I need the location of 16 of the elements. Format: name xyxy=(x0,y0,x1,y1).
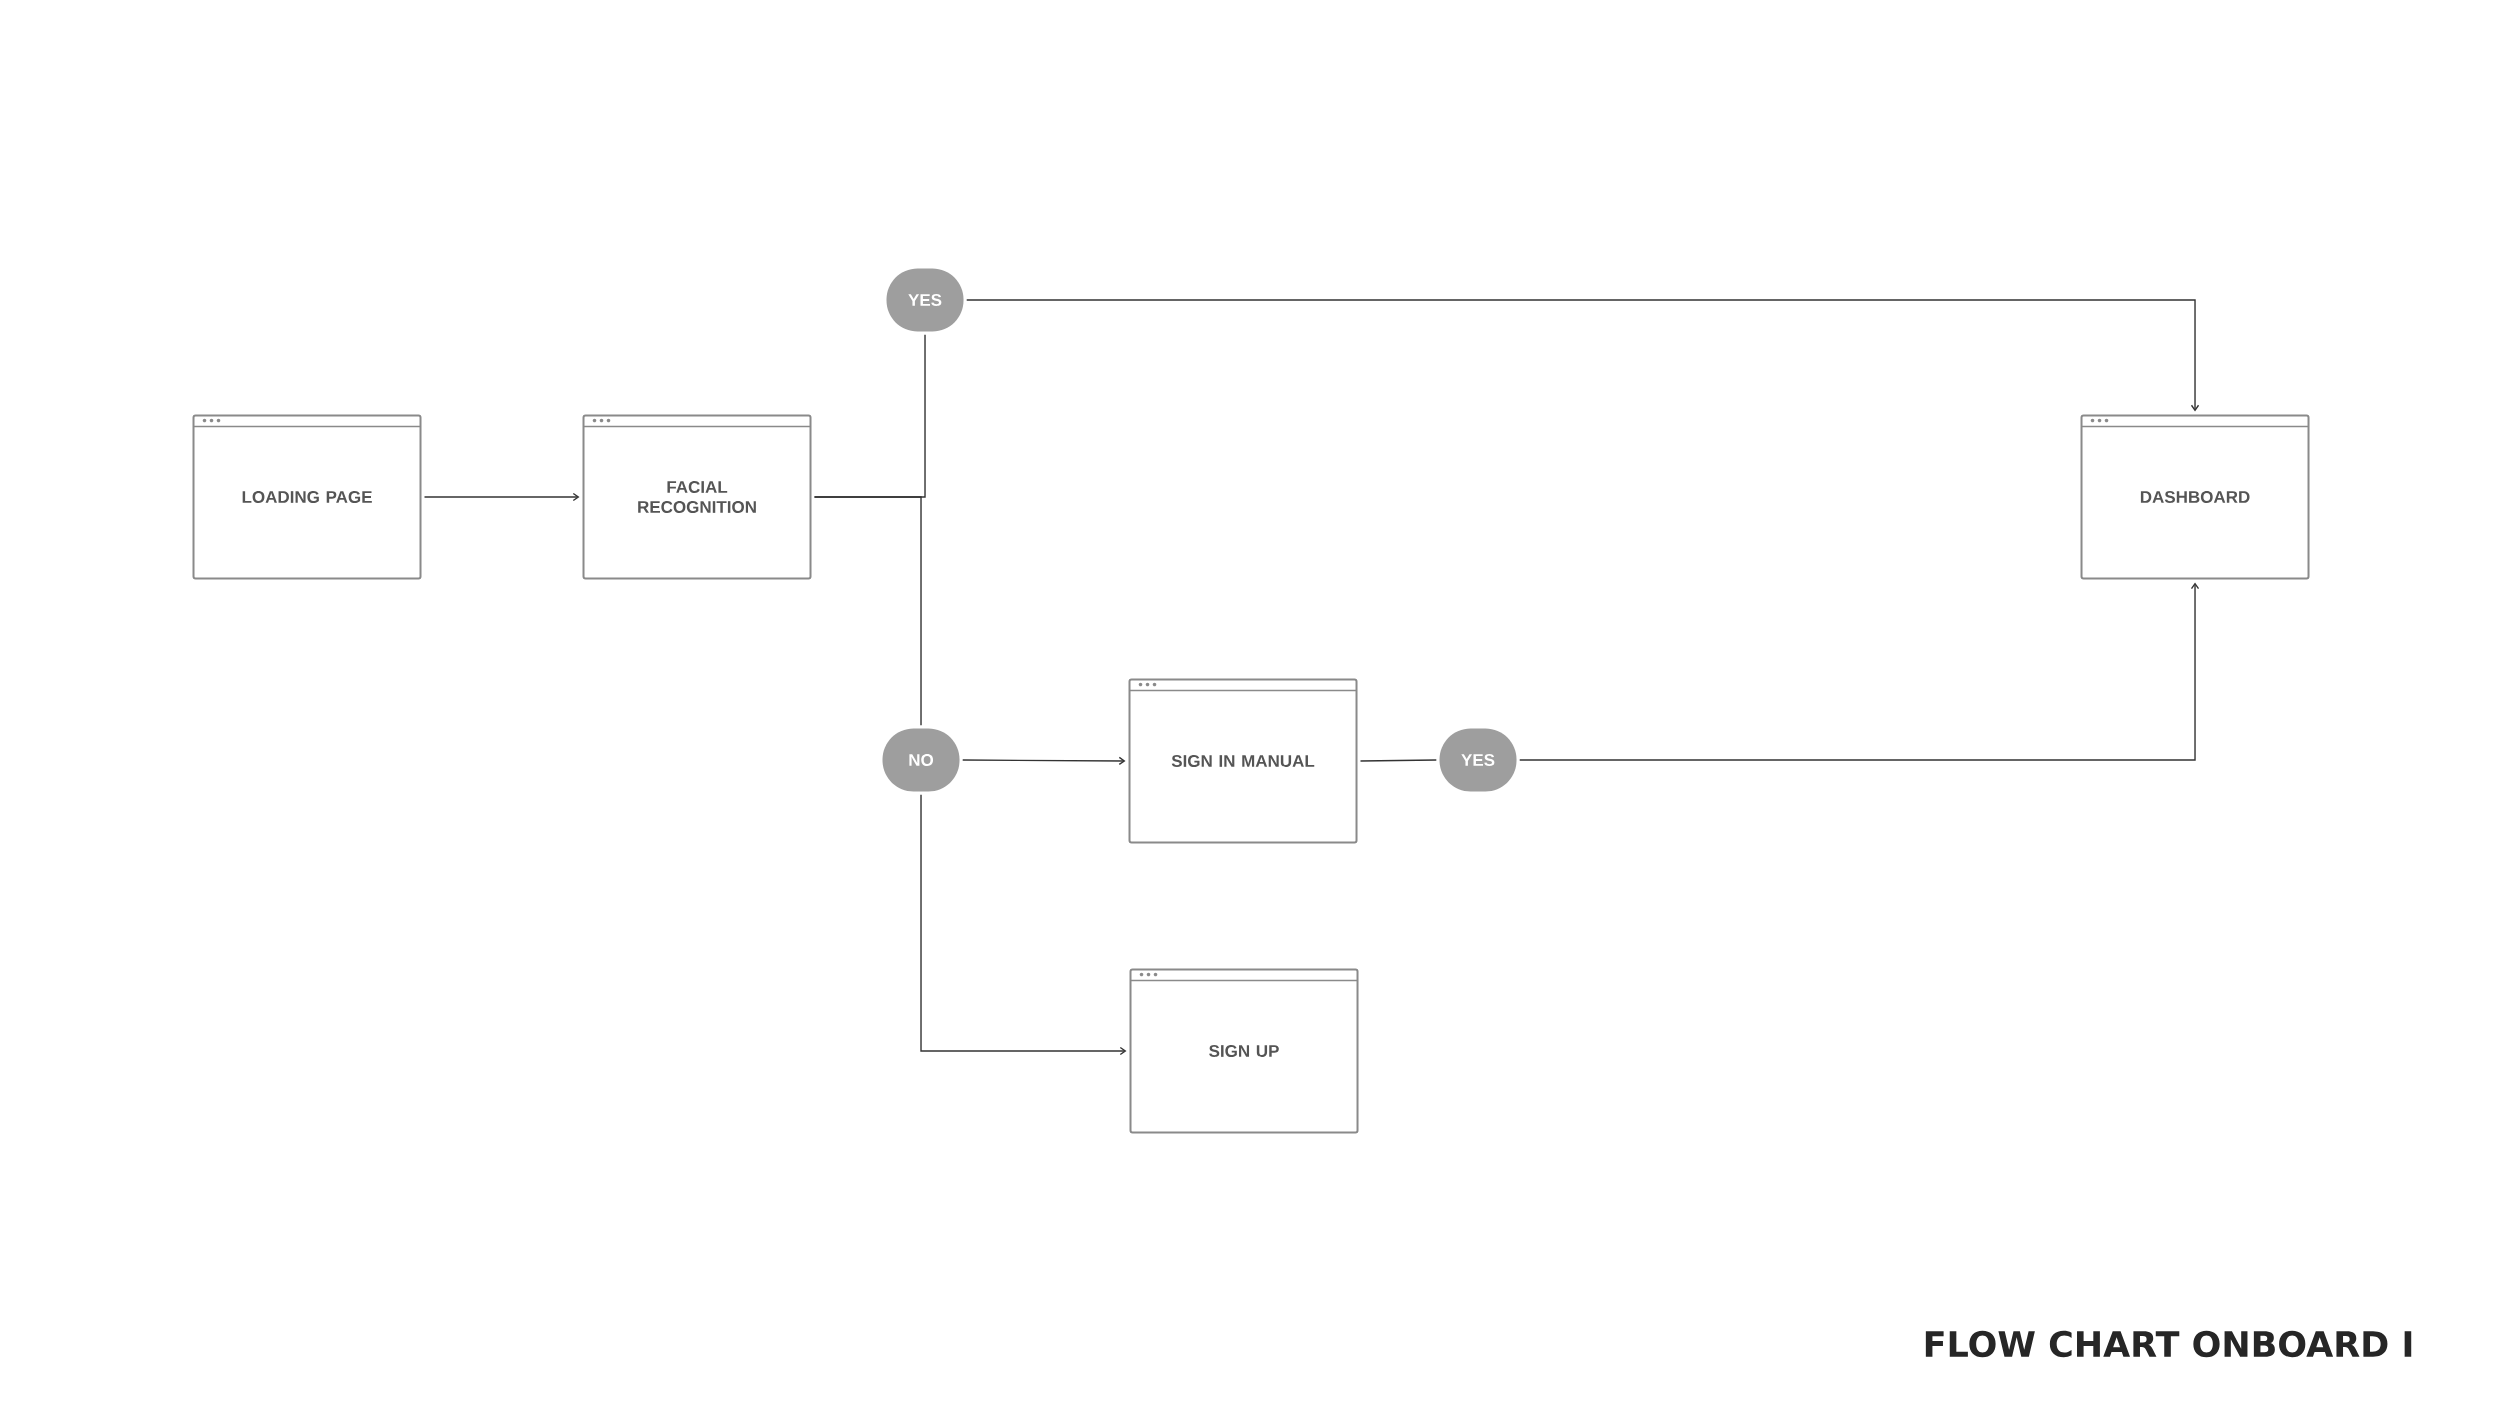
window-box: SIGN IN MANUAL xyxy=(1128,678,1358,844)
connector-line xyxy=(813,496,922,726)
window-box: LOADING PAGE xyxy=(192,414,422,580)
arrow xyxy=(962,756,1126,766)
decision-pill: NO xyxy=(882,728,960,792)
decision-pill: YES xyxy=(886,268,964,332)
title: FLOW CHART ONBOARD I xyxy=(1925,1330,2412,1358)
arrow xyxy=(920,794,1127,1056)
window-box: FACIAL RECOGNITION xyxy=(582,414,812,580)
arrow xyxy=(1519,582,2200,761)
arrow xyxy=(966,299,2200,412)
window-box: DASHBOARD xyxy=(2080,414,2310,580)
window-box: SIGN UP xyxy=(1129,968,1359,1134)
decision-pill: YES xyxy=(1439,728,1517,792)
connector-line xyxy=(1359,759,1437,762)
arrow xyxy=(423,492,580,502)
